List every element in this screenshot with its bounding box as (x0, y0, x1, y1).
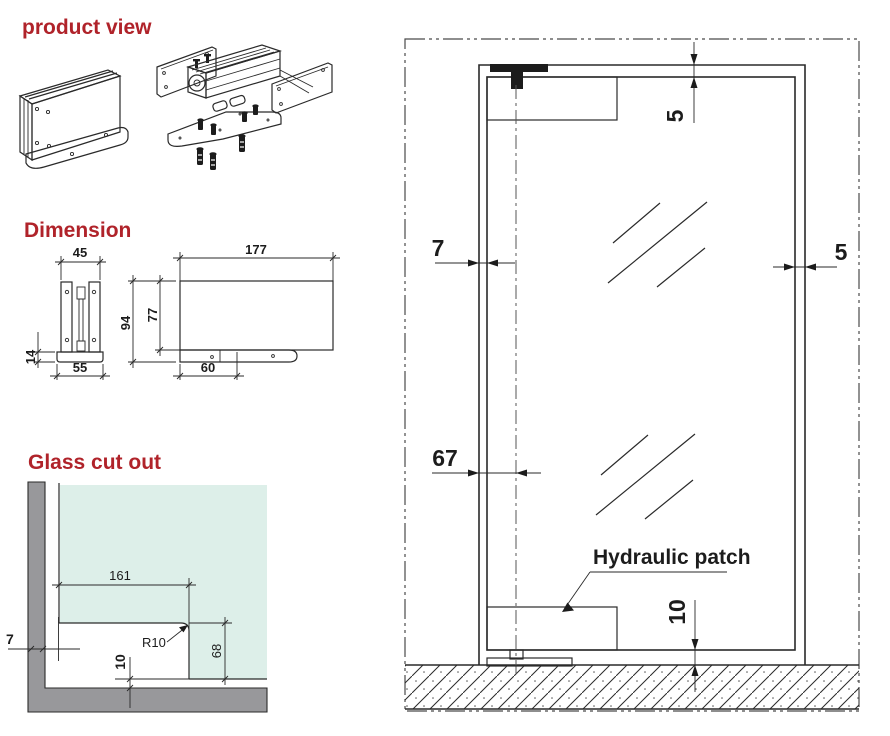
dim-corner-radius: R10 (142, 635, 166, 650)
heading-dimension: Dimension (24, 219, 132, 242)
dim-left-gap: 7 (432, 235, 515, 267)
dim-front-view: 45 14 55 (23, 245, 110, 380)
door-leaf (486, 76, 796, 651)
hydraulic-patch-fitting (486, 606, 618, 651)
door-frame (478, 64, 806, 665)
wall-frame (27, 481, 268, 713)
screw-icon (197, 104, 259, 135)
exploded-view-drawing (156, 44, 333, 170)
dim-side-length: 177 (245, 242, 267, 257)
svg-text:67: 67 (432, 445, 458, 471)
glass-cutout-drawing: 161 68 R10 7 10 (6, 481, 268, 713)
svg-text:5: 5 (662, 109, 688, 122)
hydraulic-patch-callout: Hydraulic patch (562, 546, 751, 612)
top-pivot-icon (490, 64, 548, 89)
dimension-drawing: 45 14 55 177 (23, 242, 340, 380)
glass-pane (60, 485, 267, 679)
heading-product-view: product view (22, 16, 152, 39)
dim-cut-width: 161 (109, 568, 131, 583)
dim-side-view: 177 94 77 60 (118, 242, 340, 380)
product-view-drawing (18, 44, 333, 170)
floor-hatch (405, 664, 859, 710)
svg-text:5: 5 (835, 239, 848, 265)
dim-top-gap: 5 (662, 42, 698, 123)
radius-leader (166, 625, 188, 643)
dim-bottom-offset: 10 (112, 654, 128, 670)
top-patch-fitting (486, 76, 618, 121)
dim-floor-gap: 10 (664, 599, 699, 692)
dim-right-gap: 5 (773, 239, 848, 271)
dim-front-base-thickness: 14 (23, 349, 38, 364)
glass-hatch-marks (595, 201, 708, 520)
svg-text:7: 7 (432, 235, 445, 261)
dim-side-total-height: 94 (118, 315, 133, 330)
dim-front-top-width: 45 (73, 245, 87, 260)
dim-front-base-width: 55 (73, 360, 87, 375)
svg-text:10: 10 (664, 599, 690, 625)
door-elevation-drawing: 5 7 5 67 10 Hydraulic patch (404, 38, 860, 712)
assembled-fitting-drawing (18, 69, 129, 169)
dim-edge-offset: 7 (6, 631, 14, 647)
screw-icon (196, 134, 246, 170)
dim-side-body-height: 77 (145, 308, 160, 322)
wall-opening-outline (404, 38, 860, 712)
svg-text:Hydraulic patch: Hydraulic patch (593, 546, 751, 569)
bottom-pivot (486, 649, 573, 667)
dim-pivot-offset: 67 (432, 445, 541, 477)
heading-glass-cutout: Glass cut out (28, 451, 162, 474)
dim-cut-height: 68 (209, 644, 224, 658)
dim-side-base-length: 60 (201, 360, 215, 375)
